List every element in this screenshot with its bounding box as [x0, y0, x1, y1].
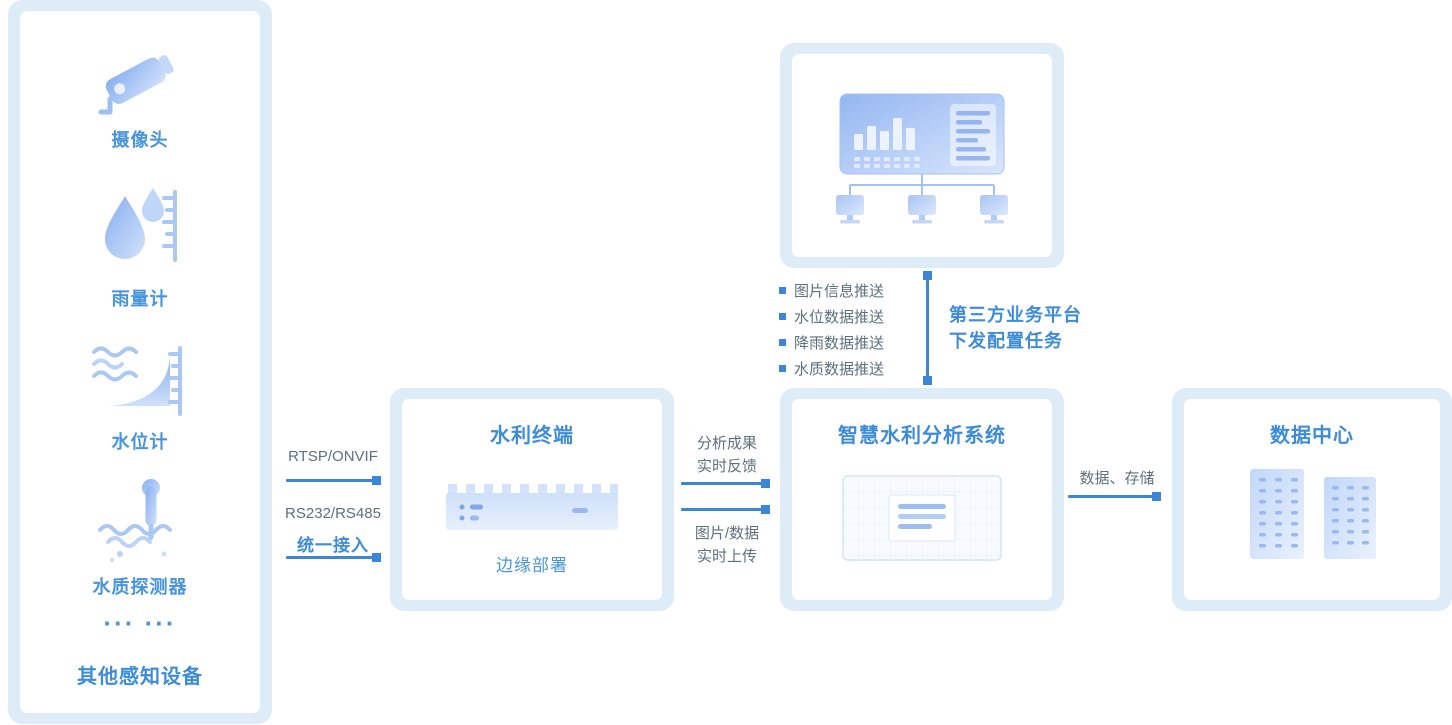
water-quality-icon — [94, 474, 186, 571]
analysis-screen-illustration — [842, 475, 1002, 566]
push-item-label: 图片信息推送 — [794, 282, 885, 300]
upload-label: 图片/数据 实时上传 — [677, 522, 777, 568]
sidebar-device-label: 水质探测器 — [92, 577, 188, 597]
datacenter-panel: 数据中心 — [1172, 388, 1452, 611]
push-item: 水位数据推送 — [779, 303, 884, 329]
terminal-title: 水利终端 — [490, 425, 574, 447]
push-item: 水质数据推送 — [779, 355, 884, 381]
bullet-square-icon — [779, 312, 786, 320]
unified-access-label: 统一接入 — [297, 536, 369, 555]
analysis-panel-inner: 智慧水利分析系统 — [792, 399, 1052, 600]
push-list: 图片信息推送 水位数据推送 降雨数据推送 水质数据推送 — [779, 277, 884, 381]
upload-label-line1: 图片/数据 — [694, 525, 760, 542]
storage-label: 数据、存储 — [1079, 470, 1155, 487]
feedback-label-line1: 分析成果 — [696, 435, 757, 452]
push-item-label: 水质数据推送 — [794, 360, 885, 378]
datacenter-title: 数据中心 — [1270, 425, 1354, 447]
push-item: 降雨数据推送 — [779, 329, 884, 355]
terminal-panel-inner: 水利终端 — [402, 399, 662, 600]
bullet-square-icon — [779, 338, 786, 346]
serial-protocol-label: RS232/RS485 — [285, 505, 381, 522]
push-item-label: 水位数据推送 — [794, 308, 885, 326]
sidebar-device-label: 雨量计 — [111, 289, 169, 309]
serial-arrow — [286, 553, 381, 562]
sidebar-device-label: 水位计 — [111, 432, 169, 452]
water-level-icon — [90, 340, 190, 427]
bullet-square-icon — [779, 286, 786, 294]
platform-panel-inner — [792, 54, 1052, 257]
rain-gauge-icon — [95, 182, 185, 275]
third-party-platform-label: 第三方业务平台 下发配置任务 — [949, 302, 1082, 354]
platform-link-line — [923, 271, 932, 385]
sensor-panel-inner — [20, 11, 260, 713]
sensor-panel: 摄像头 雨量计 — [8, 0, 272, 724]
terminal-subtitle: 边缘部署 — [496, 556, 568, 575]
feedback-label: 分析成果 实时反馈 — [677, 432, 777, 478]
rtsp-arrow — [286, 476, 381, 485]
terminal-panel: 水利终端 — [390, 388, 674, 611]
other-devices-label: 其他感知设备 — [77, 666, 203, 688]
sidebar-device-label: 摄像头 — [111, 130, 169, 150]
platform-panel — [780, 43, 1064, 268]
upload-arrow — [681, 505, 770, 514]
feedback-arrow — [681, 479, 770, 488]
push-item: 图片信息推送 — [779, 277, 884, 303]
platform-name-label: 第三方业务平台 — [949, 305, 1082, 325]
push-item-label: 降雨数据推送 — [794, 334, 885, 352]
bullet-square-icon — [779, 364, 786, 372]
upload-label-line2: 实时上传 — [696, 548, 757, 565]
datacenter-illustration — [1236, 463, 1388, 568]
analysis-title: 智慧水利分析系统 — [838, 425, 1006, 447]
storage-arrow — [1068, 492, 1161, 501]
datacenter-panel-inner: 数据中心 — [1184, 399, 1440, 600]
platform-task-label: 下发配置任务 — [949, 331, 1063, 351]
rtsp-protocol-label: RTSP/ONVIF — [288, 448, 378, 465]
analysis-panel: 智慧水利分析系统 — [780, 388, 1064, 611]
feedback-label-line2: 实时反馈 — [696, 458, 757, 475]
camera-icon — [95, 38, 185, 127]
edge-device-illustration — [444, 477, 620, 540]
dashboard-illustration — [802, 58, 1042, 253]
ellipsis-dots: ··· ··· — [103, 608, 177, 638]
